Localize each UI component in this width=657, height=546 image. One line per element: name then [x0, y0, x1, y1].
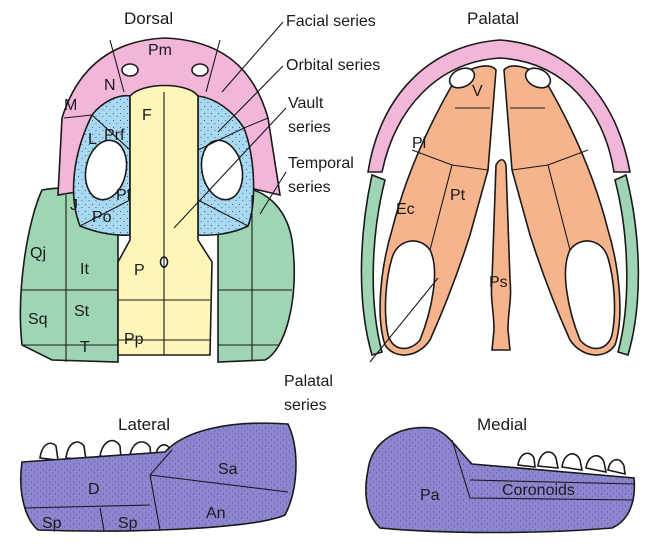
- view-title-palatal: Palatal: [467, 9, 519, 28]
- bone-label-ec: Ec: [396, 201, 415, 218]
- bone-label-f: F: [142, 107, 152, 124]
- bone-label-ps: Ps: [489, 274, 508, 291]
- bone-label-pt: Pt: [450, 187, 466, 204]
- bone-label-pf: Pf: [116, 187, 132, 204]
- bone-label-j: J: [70, 197, 78, 214]
- bone-label-st: St: [74, 303, 90, 320]
- vault-series-label-2: series: [288, 119, 331, 136]
- bone-label-d: D: [88, 481, 100, 498]
- view-title-lateral: Lateral: [118, 415, 170, 434]
- bone-label-pl: Pl: [412, 135, 426, 152]
- temporal-series-label-2: series: [288, 179, 331, 196]
- view-title-dorsal: Dorsal: [124, 9, 173, 28]
- facial-region-palatal: [368, 40, 630, 172]
- bone-label-t: T: [80, 339, 90, 356]
- palatal-series-label-2: series: [284, 397, 327, 414]
- bone-label-sp-2: Sp: [118, 515, 138, 532]
- bone-label-po: Po: [92, 209, 112, 226]
- naris-right: [192, 64, 208, 76]
- bone-label-coronoids: Coronoids: [502, 482, 575, 499]
- bone-label-pp: Pp: [124, 331, 144, 348]
- bone-label-v: V: [472, 83, 483, 100]
- bone-label-pm: Pm: [148, 42, 172, 59]
- orbital-series-label: Orbital series: [286, 57, 380, 74]
- lateral-jaw: [21, 423, 296, 531]
- parasphenoid: [491, 160, 510, 350]
- bone-label-l: L: [88, 131, 97, 148]
- bone-label-p: P: [134, 262, 145, 279]
- vault-series-label-1: Vault: [288, 95, 324, 112]
- bone-label-prf: Prf: [104, 127, 125, 144]
- temporal-series-label-1: Temporal: [288, 155, 354, 172]
- naris-left: [122, 64, 138, 76]
- view-title-medial: Medial: [477, 415, 527, 434]
- bone-label-it: It: [80, 261, 89, 278]
- bone-label-sa: Sa: [218, 461, 238, 478]
- bone-label-sq: Sq: [28, 311, 48, 328]
- vault-region-dorsal: [118, 86, 212, 356]
- bone-label-m: M: [64, 97, 77, 114]
- medial-jaw: [366, 428, 635, 533]
- bone-label-pa: Pa: [420, 487, 440, 504]
- facial-series-label: Facial series: [286, 13, 376, 30]
- bone-label-qj: Qj: [30, 245, 46, 262]
- bone-label-sp-1: Sp: [42, 515, 62, 532]
- bone-label-an: An: [206, 505, 226, 522]
- palatal-series-label-1: Palatal: [284, 373, 333, 390]
- dorsal-view: [20, 38, 294, 362]
- palatal-view: [361, 40, 638, 355]
- bone-label-n: N: [104, 77, 116, 94]
